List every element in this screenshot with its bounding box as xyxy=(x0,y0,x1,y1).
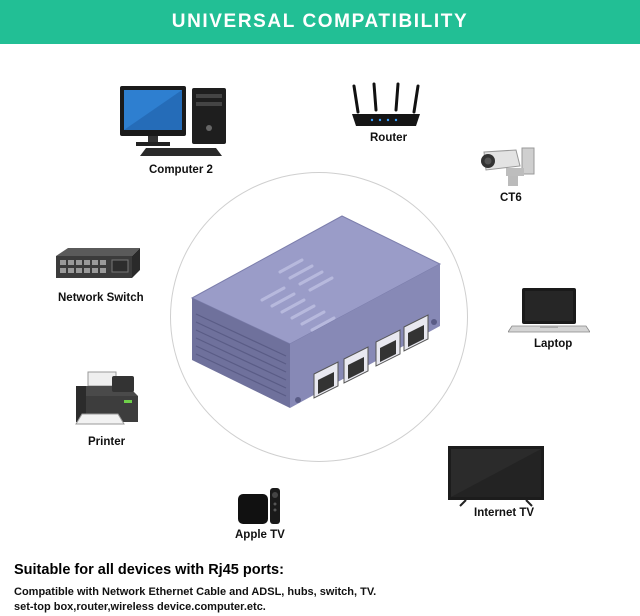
desktop-computer-icon xyxy=(120,86,226,156)
computer-label: Computer 2 xyxy=(149,164,213,176)
printer-label: Printer xyxy=(88,436,126,448)
laptop-label: Laptop xyxy=(534,338,573,350)
footer-heading: Suitable for all devices with Rj45 ports… xyxy=(14,562,284,578)
camera-label: CT6 xyxy=(500,192,522,204)
ethernet-switch-icon xyxy=(190,215,442,408)
footer-description: Suitable for all devices with Rj45 ports… xyxy=(14,562,626,615)
tv-label: Internet TV xyxy=(474,507,535,519)
laptop-icon xyxy=(508,288,590,333)
banner-title: UNIVERSAL COMPATIBILITY xyxy=(171,11,469,32)
router-icon xyxy=(352,82,420,126)
security-camera-icon xyxy=(481,147,535,186)
network-switch-label: Network Switch xyxy=(58,292,144,304)
footer-line-2: set-top box,router,wireless device.compu… xyxy=(14,601,266,613)
footer-line-1: Compatible with Network Ethernet Cable a… xyxy=(14,586,377,598)
hub-circle xyxy=(170,172,468,462)
compatibility-diagram: Computer 2 Router CT6 xyxy=(0,44,640,556)
television-icon xyxy=(448,446,544,507)
apple-tv-icon xyxy=(238,488,280,524)
router-label: Router xyxy=(370,132,408,144)
network-switch-icon xyxy=(56,248,140,278)
header-banner: UNIVERSAL COMPATIBILITY xyxy=(0,0,640,44)
printer-icon xyxy=(75,371,138,425)
apple-tv-label: Apple TV xyxy=(235,529,285,541)
